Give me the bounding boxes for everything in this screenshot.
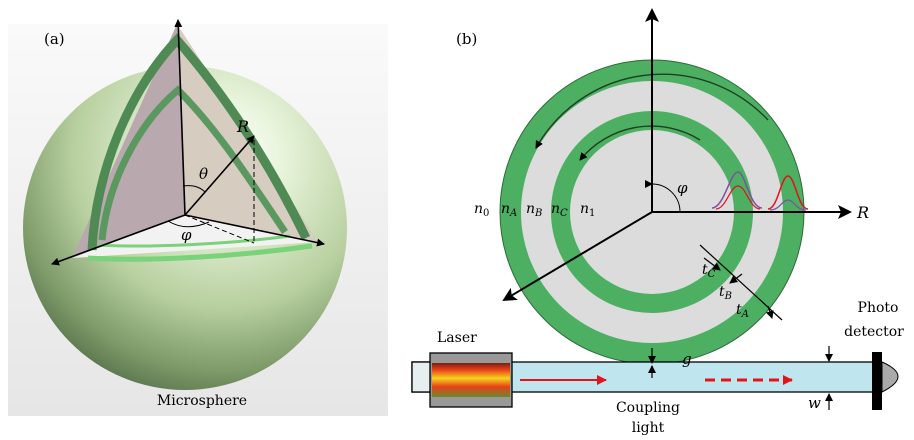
panel-a: (a) R θ φ Microsphere — [8, 19, 388, 416]
index-label-n0: n0 — [474, 201, 489, 219]
thickness-label-tB: tB — [719, 284, 732, 302]
laser-housing-back — [411, 361, 433, 393]
coupling-label-line1: Coupling — [616, 400, 680, 416]
phi-arc-b — [644, 179, 681, 213]
label-theta-a: θ — [199, 165, 208, 183]
mode-profile-outer-red — [767, 175, 809, 210]
index-label-nC: nC — [551, 201, 568, 219]
label-phi-b: φ — [677, 179, 688, 197]
mode-profile-inner-purple — [711, 171, 763, 209]
label-g: g — [682, 350, 692, 368]
theta-arc — [182, 185, 206, 193]
laser-beam-source — [432, 363, 510, 397]
thickness-label-tC: tC — [702, 262, 716, 280]
panel-a-tag: (a) — [44, 30, 65, 48]
label-R-a: R — [236, 117, 249, 136]
photo-detector-plate — [872, 352, 882, 410]
radius-vector — [184, 135, 255, 216]
label-phi-a: φ — [181, 226, 192, 244]
tC-arrow — [703, 257, 721, 271]
mode-profile-outer-purple — [769, 199, 807, 211]
circulation-arrow-inner — [579, 125, 701, 161]
thickness-label-tA: tA — [736, 302, 749, 320]
panel-b: (b) φ R n0 nA nB nC n1 tC tB — [411, 8, 904, 436]
index-label-nA: nA — [501, 201, 517, 219]
mode-profile-inner-red — [715, 185, 761, 210]
oblique-axis-b — [502, 211, 653, 302]
label-w: w — [808, 394, 821, 412]
projection-floor — [184, 214, 255, 244]
floor-band-inner — [97, 234, 291, 248]
detector-label-line1: Photo — [858, 300, 899, 316]
phi-arc — [167, 220, 210, 228]
panel-b-tag: (b) — [456, 30, 477, 48]
z-axis — [174, 19, 186, 216]
outer-shell-band — [87, 33, 311, 251]
photo-detector-lens — [881, 361, 899, 393]
index-label-n1: n1 — [580, 201, 595, 219]
tA-arrow — [765, 305, 774, 319]
inner-shell-band — [98, 85, 288, 241]
label-R-b: R — [856, 203, 869, 222]
circulation-arrow-outer — [535, 73, 769, 149]
laser-label: Laser — [437, 330, 477, 346]
index-label-nB: nB — [526, 201, 542, 219]
coupling-label-line2: light — [632, 420, 665, 436]
tB-arrow — [729, 273, 743, 284]
floor-band-outer — [87, 243, 313, 262]
detector-label-line2: detector — [844, 324, 904, 340]
microsphere-caption: Microsphere — [157, 393, 247, 409]
x-axis — [51, 214, 186, 266]
